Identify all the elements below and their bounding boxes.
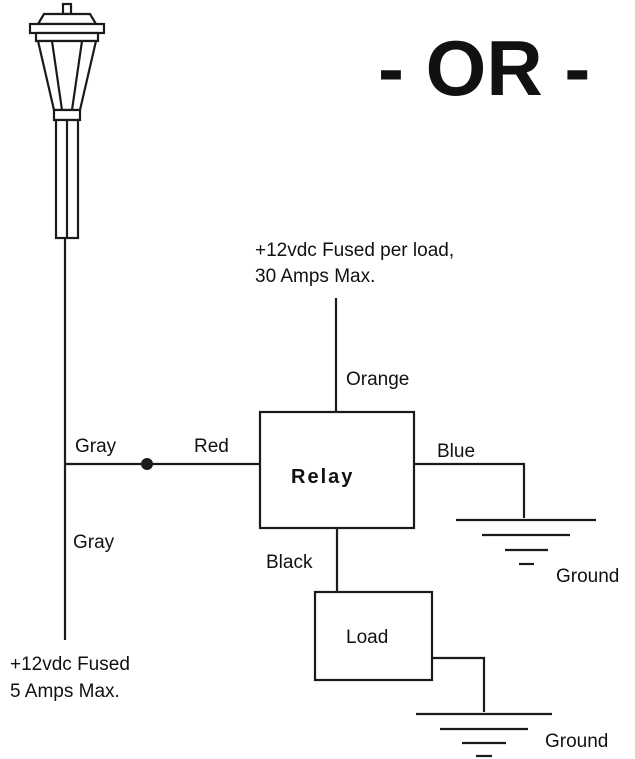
supply-top-line1: +12vdc Fused per load, [255, 240, 454, 261]
ground-lower-label: Ground [545, 731, 608, 752]
load-label: Load [346, 627, 388, 648]
ground-symbol-icon [456, 518, 596, 566]
junction-dot-icon [141, 458, 153, 470]
relay-label: Relay [291, 466, 354, 488]
ground-upper-label: Ground [556, 566, 619, 587]
blue-wire [414, 462, 526, 518]
blue-label: Blue [437, 441, 475, 462]
supply-top-line2: 30 Amps Max. [255, 266, 375, 287]
supply-bottom-line1: +12vdc Fused [10, 654, 130, 675]
black-label: Black [266, 552, 313, 573]
or-title: - OR - [378, 24, 590, 112]
red-label: Red [194, 436, 229, 457]
supply-bottom-line2: 5 Amps Max. [10, 681, 120, 702]
gray-top-label: Gray [75, 436, 117, 457]
lamp-post-icon [28, 2, 106, 240]
load-box [313, 590, 434, 682]
load-ground-wire [432, 656, 486, 712]
ground-symbol-icon [416, 712, 552, 758]
gray-bottom-label: Gray [73, 532, 115, 553]
relay-box [258, 410, 416, 530]
orange-label: Orange [346, 369, 409, 390]
